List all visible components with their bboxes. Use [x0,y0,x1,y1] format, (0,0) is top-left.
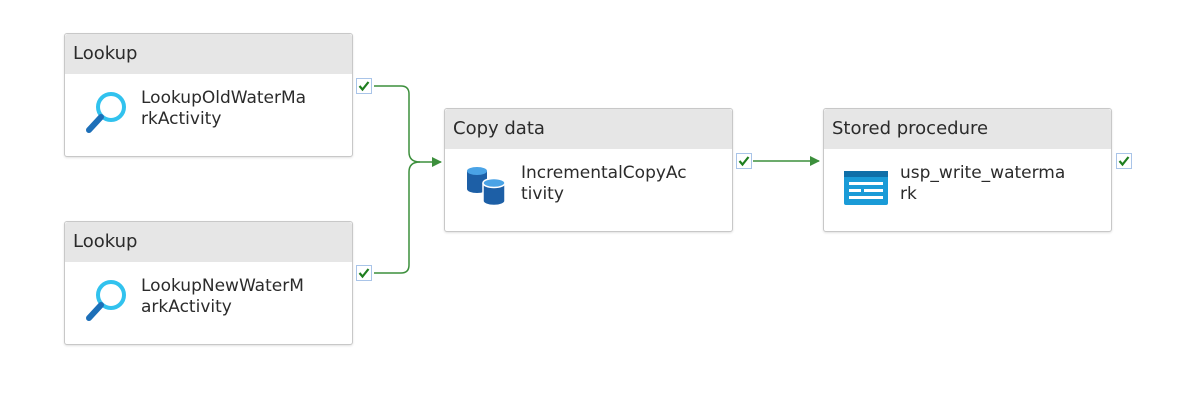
activity-body: LookupOldWaterMarkActivity [65,74,352,156]
stored-procedure-icon [842,163,890,211]
activity-body: IncrementalCopyActivity [445,149,732,231]
activity-stored-procedure[interactable]: Stored procedure usp_write_watermark [823,108,1112,232]
search-icon [83,276,131,324]
activity-body: usp_write_watermark [824,149,1111,231]
activity-name: usp_write_watermark [900,163,1066,204]
success-check-icon[interactable] [736,153,752,169]
success-check-icon[interactable] [356,78,372,94]
activity-lookup-old-watermark[interactable]: Lookup LookupOldWaterMarkActivity [64,33,353,157]
activity-name: LookupOldWaterMarkActivity [141,88,307,129]
activity-body: LookupNewWaterMarkActivity [65,262,352,344]
activity-copy-data[interactable]: Copy data IncrementalCopyActivity [444,108,733,232]
activity-type-label: Stored procedure [824,109,1111,149]
activity-type-label: Lookup [65,34,352,74]
activity-name: LookupNewWaterMarkActivity [141,276,304,317]
activity-name: IncrementalCopyActivity [521,163,687,204]
database-icon [463,163,511,211]
activity-type-label: Lookup [65,222,352,262]
success-check-icon[interactable] [1116,153,1132,169]
activity-type-label: Copy data [445,109,732,149]
activity-lookup-new-watermark[interactable]: Lookup LookupNewWaterMarkActivity [64,221,353,345]
search-icon [83,88,131,136]
connector-lookup-new-to-copy [374,161,421,274]
success-check-icon[interactable] [356,265,372,281]
connector-lookup-old-to-copy [374,85,442,167]
